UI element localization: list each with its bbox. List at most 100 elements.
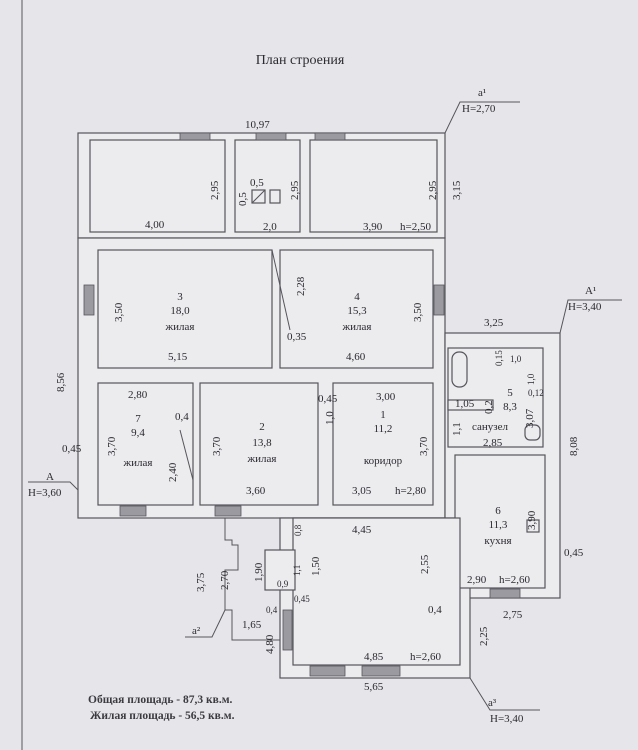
svg-text:0,5: 0,5 <box>237 192 249 206</box>
svg-text:6: 6 <box>495 505 501 517</box>
svg-text:0,8: 0,8 <box>293 524 303 536</box>
plan-title: План строения <box>256 53 345 68</box>
svg-text:18,0: 18,0 <box>170 305 190 317</box>
living-area: Жилая площадь - 56,5 кв.м. <box>90 710 235 722</box>
svg-text:h=2,60: h=2,60 <box>410 651 441 663</box>
svg-text:санузел: санузел <box>472 421 509 433</box>
dimension-labels: 10,97 2,95 4,00 0,5 0,5 2,95 2,0 2,95 3,… <box>55 119 584 693</box>
svg-text:3,50: 3,50 <box>412 302 424 322</box>
svg-text:A¹: A¹ <box>585 285 596 297</box>
svg-text:0,4: 0,4 <box>428 604 442 616</box>
svg-text:3,15: 3,15 <box>451 180 463 200</box>
svg-text:3,00: 3,00 <box>376 391 396 403</box>
windows <box>83 132 521 677</box>
svg-text:15,3: 15,3 <box>347 305 367 317</box>
veranda <box>292 517 461 666</box>
svg-text:1,0: 1,0 <box>324 411 336 425</box>
svg-text:кухня: кухня <box>484 535 511 547</box>
svg-text:1,0: 1,0 <box>510 354 522 364</box>
svg-text:H=3,40: H=3,40 <box>490 713 524 725</box>
svg-text:0,45: 0,45 <box>318 393 338 405</box>
room-7 <box>97 382 194 506</box>
svg-text:4,45: 4,45 <box>352 524 372 536</box>
svg-text:жилая: жилая <box>123 457 153 469</box>
svg-text:2,0: 2,0 <box>263 221 277 233</box>
svg-text:2,80: 2,80 <box>128 389 148 401</box>
svg-text:4,00: 4,00 <box>145 219 165 231</box>
svg-text:1,65: 1,65 <box>242 619 262 631</box>
svg-text:0,45: 0,45 <box>564 547 584 559</box>
svg-text:4,80: 4,80 <box>264 634 276 654</box>
room-4 <box>279 249 434 369</box>
svg-text:0,2: 0,2 <box>483 400 495 414</box>
svg-text:0,35: 0,35 <box>287 331 307 343</box>
svg-text:3,90: 3,90 <box>363 221 383 233</box>
svg-text:2,70: 2,70 <box>219 570 231 590</box>
room-1 <box>332 382 434 506</box>
svg-text:2,75: 2,75 <box>503 609 523 621</box>
svg-text:2,95: 2,95 <box>209 180 221 200</box>
svg-text:3,60: 3,60 <box>246 485 266 497</box>
svg-text:2,40: 2,40 <box>167 462 179 482</box>
svg-text:0,12: 0,12 <box>528 388 544 398</box>
svg-text:1: 1 <box>380 409 386 421</box>
svg-text:a³: a³ <box>488 697 497 709</box>
svg-text:3,75: 3,75 <box>195 572 207 592</box>
svg-text:2,25: 2,25 <box>478 626 490 646</box>
svg-text:3,25: 3,25 <box>484 317 504 329</box>
svg-text:a¹: a¹ <box>478 87 486 99</box>
room-3 <box>97 249 273 369</box>
svg-text:H=3,40: H=3,40 <box>568 301 602 313</box>
shed-1 <box>89 139 226 233</box>
svg-text:3,70: 3,70 <box>418 436 430 456</box>
svg-text:3,05: 3,05 <box>352 485 372 497</box>
svg-text:2,95: 2,95 <box>427 180 439 200</box>
rooms <box>89 139 546 666</box>
svg-text:1,0: 1,0 <box>526 373 536 385</box>
svg-text:9,4: 9,4 <box>131 427 145 439</box>
svg-text:2: 2 <box>259 421 265 433</box>
svg-text:жилая: жилая <box>247 453 277 465</box>
svg-text:4: 4 <box>354 291 360 303</box>
svg-text:3,90: 3,90 <box>526 510 538 530</box>
svg-text:2,55: 2,55 <box>419 554 431 574</box>
svg-text:4,60: 4,60 <box>346 351 366 363</box>
svg-text:h=2,50: h=2,50 <box>400 221 431 233</box>
svg-text:5,65: 5,65 <box>364 681 384 693</box>
svg-text:0,4: 0,4 <box>175 411 189 423</box>
svg-text:H=3,60: H=3,60 <box>28 487 62 499</box>
svg-text:0,45: 0,45 <box>62 443 82 455</box>
svg-text:2,95: 2,95 <box>289 180 301 200</box>
svg-text:A: A <box>46 471 54 483</box>
svg-text:0,15: 0,15 <box>494 350 504 366</box>
svg-text:8,3: 8,3 <box>503 401 517 413</box>
svg-text:0,45: 0,45 <box>294 594 310 604</box>
svg-text:2,28: 2,28 <box>295 276 307 296</box>
svg-text:3,70: 3,70 <box>106 436 118 456</box>
svg-text:4,85: 4,85 <box>364 651 384 663</box>
svg-text:8,56: 8,56 <box>55 372 67 392</box>
svg-text:8,08: 8,08 <box>568 436 580 456</box>
svg-text:H=2,70: H=2,70 <box>462 103 496 115</box>
svg-text:a²: a² <box>192 625 201 637</box>
svg-text:5: 5 <box>507 387 513 399</box>
svg-text:1,05: 1,05 <box>455 398 475 410</box>
svg-text:3: 3 <box>177 291 183 303</box>
svg-text:h=2,80: h=2,80 <box>395 485 426 497</box>
svg-text:0,5: 0,5 <box>250 177 264 189</box>
shed-3 <box>309 139 438 233</box>
room-2 <box>199 382 319 506</box>
svg-text:1,50: 1,50 <box>310 556 322 576</box>
total-area: Общая площадь - 87,3 кв.м. <box>88 694 233 706</box>
stove <box>264 549 296 591</box>
svg-text:11,2: 11,2 <box>374 423 393 435</box>
shed-2 <box>234 139 301 233</box>
svg-text:1,1: 1,1 <box>292 565 302 576</box>
svg-text:3,07: 3,07 <box>524 408 536 428</box>
svg-text:жилая: жилая <box>342 321 372 333</box>
svg-text:h=2,60: h=2,60 <box>499 574 530 586</box>
svg-text:3,50: 3,50 <box>113 302 125 322</box>
section-markers: a¹ H=2,70 A¹ H=3,40 A H=3,60 a² a³ H=3,4… <box>28 87 622 725</box>
svg-text:1,1: 1,1 <box>451 422 463 436</box>
